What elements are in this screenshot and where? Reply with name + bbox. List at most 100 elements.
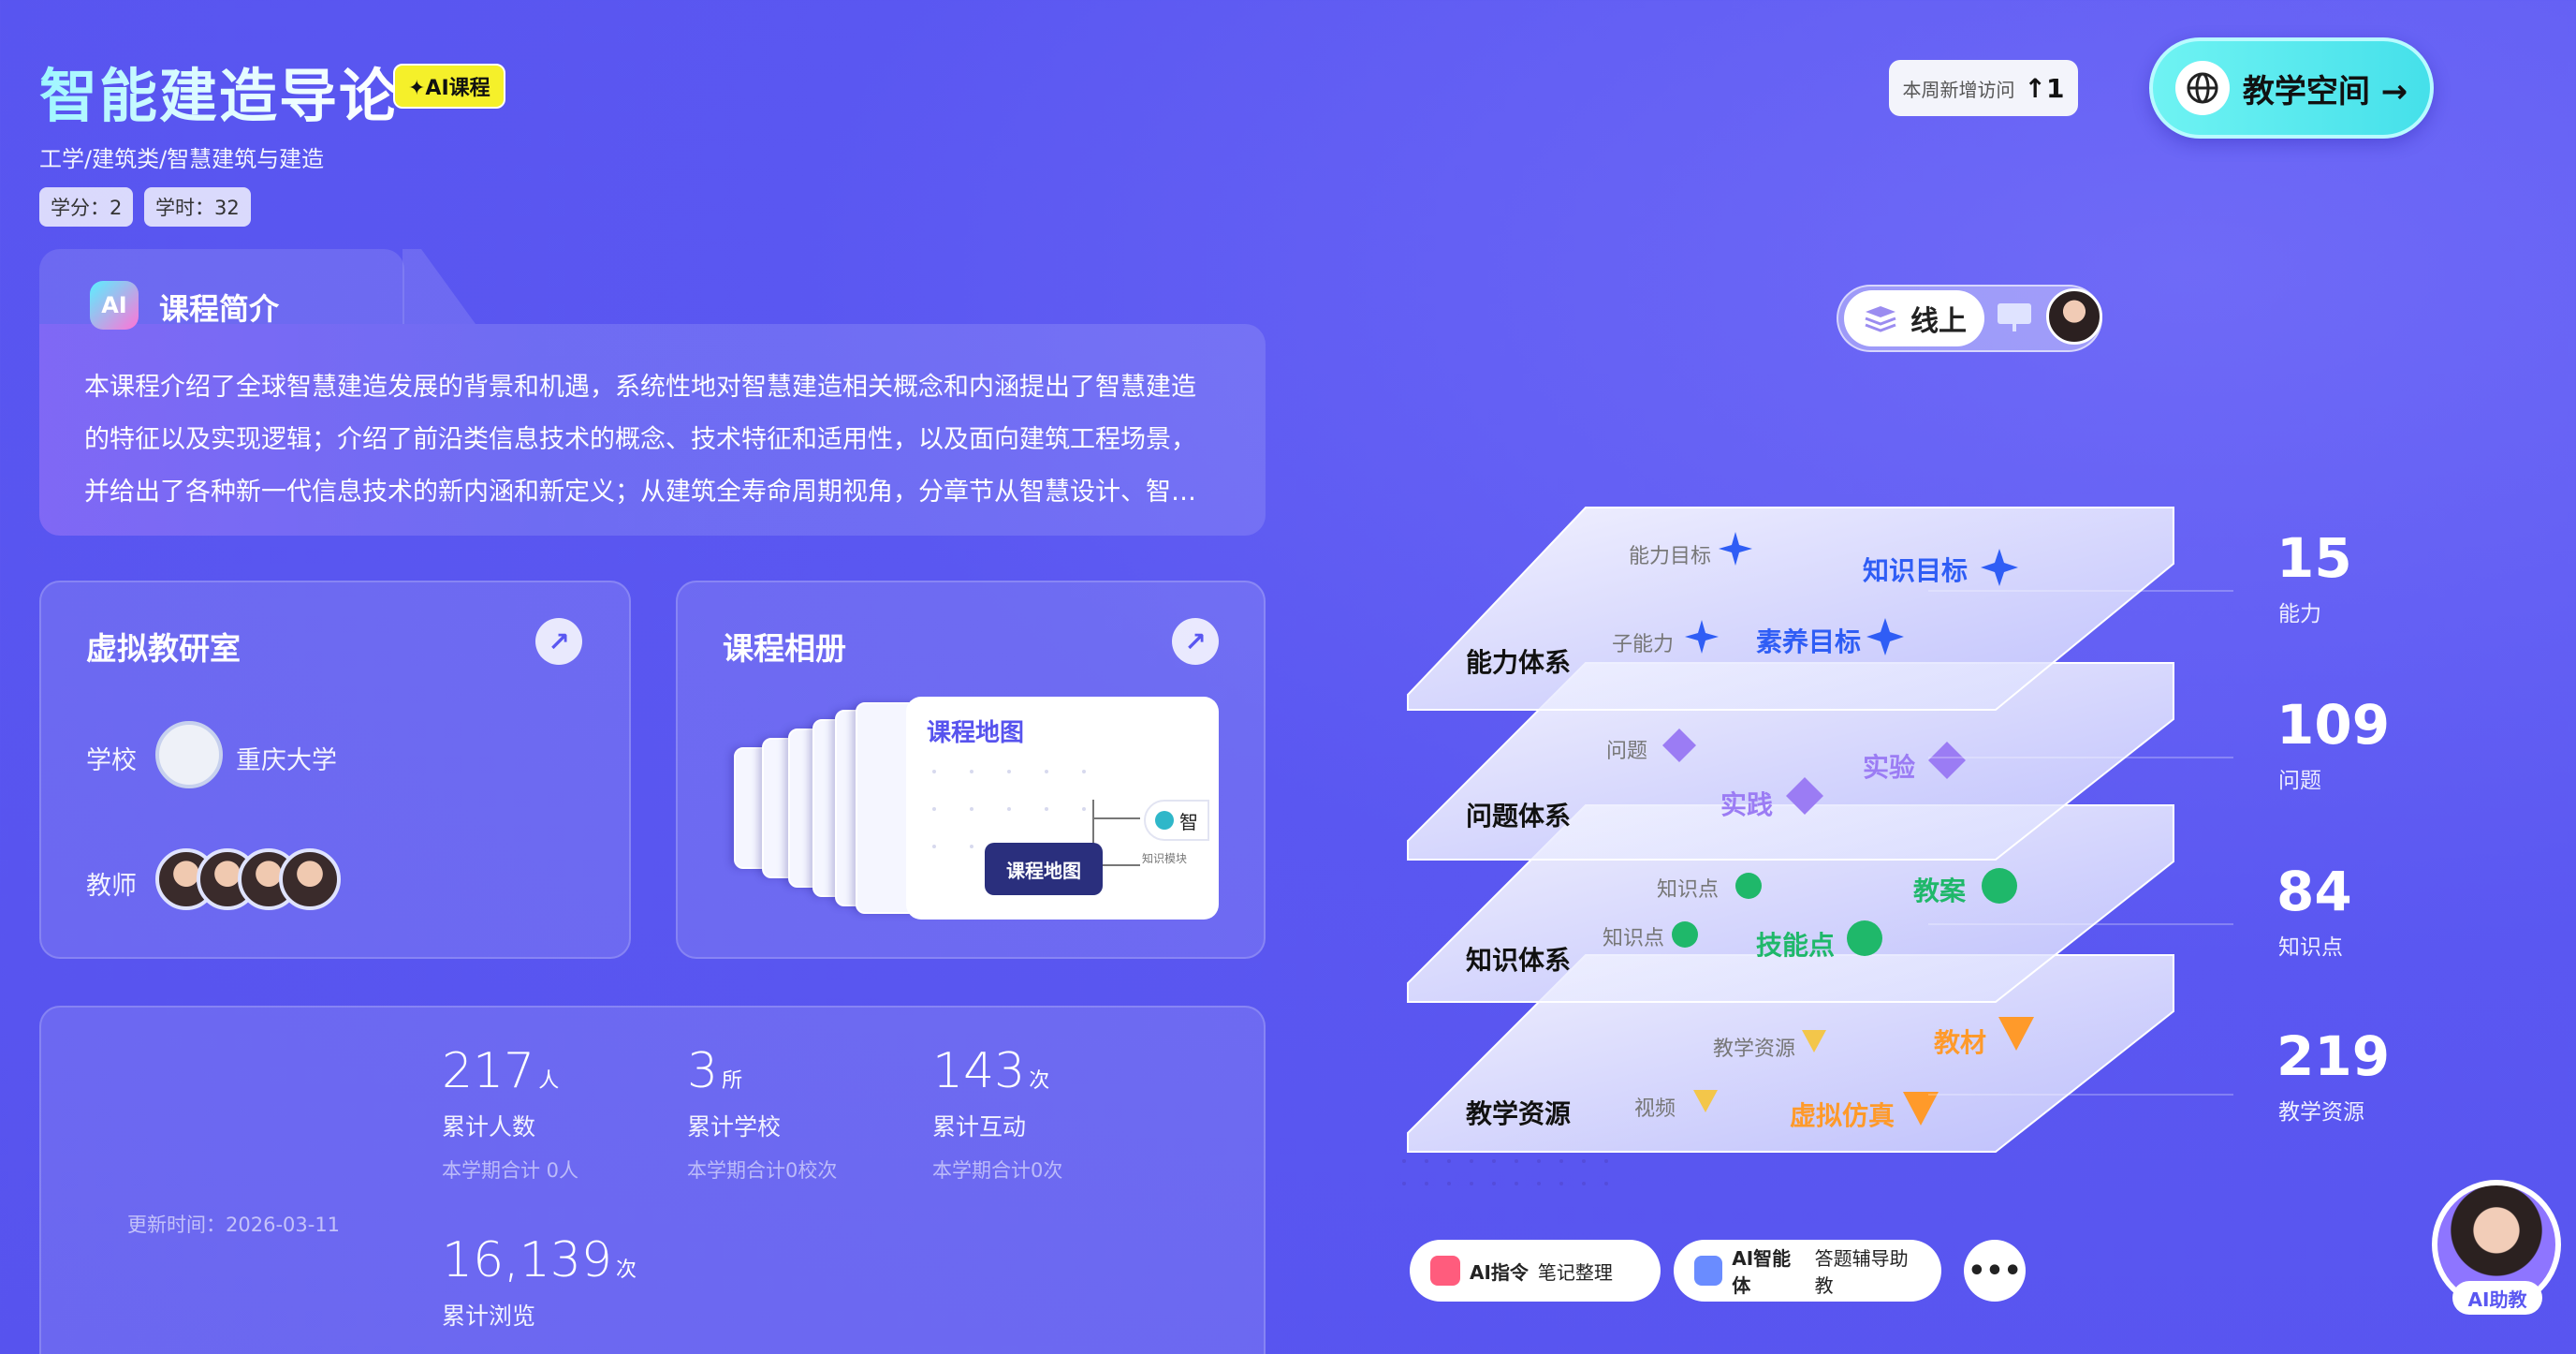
side-stat-number: 219 xyxy=(2276,1024,2391,1088)
hours-chip: 学时：32 xyxy=(144,187,251,227)
credit-chip: 学分：2 xyxy=(39,187,134,227)
stat-sub: 本学期合计0次 xyxy=(932,1159,1063,1182)
triangle-icon[interactable] xyxy=(1900,1088,1941,1129)
triangle-icon[interactable] xyxy=(1799,1026,1829,1056)
star-icon[interactable] xyxy=(1717,530,1754,567)
ai-command-button[interactable]: AI指令 笔记整理 xyxy=(1410,1240,1661,1302)
star-icon[interactable] xyxy=(1979,547,2020,588)
intro-line: 并给出了各种新一代信息技术的新内涵和新定义；从建筑全寿命周期视角，分章节从智慧设… xyxy=(84,478,1196,507)
map-node: 智 xyxy=(1144,800,1209,841)
update-time: 更新时间：2026-03-11 xyxy=(127,1214,341,1236)
ai-agent-label: AI智能体 xyxy=(1732,1247,1792,1297)
ai-command-text: 笔记整理 xyxy=(1537,1260,1613,1284)
stat-unit: 次 xyxy=(615,1258,637,1282)
node-label[interactable]: 问题 xyxy=(1606,740,1648,763)
album-stack[interactable]: 课程地图 课程地图 智 知识模块 xyxy=(734,695,1221,920)
projector-icon[interactable] xyxy=(1996,300,2033,333)
course-album-open-icon[interactable]: ↗ xyxy=(1172,618,1219,665)
ai-assistant-label[interactable]: AI助教 xyxy=(2452,1281,2542,1315)
circle-icon[interactable] xyxy=(1670,920,1700,949)
diamond-icon[interactable] xyxy=(1926,740,1968,781)
node-label[interactable]: 子能力 xyxy=(1612,633,1675,656)
teacher-avatars[interactable] xyxy=(155,848,361,916)
school-name: 重庆大学 xyxy=(236,746,337,775)
mode-online-button[interactable]: 线上 xyxy=(1844,290,1984,346)
avatar[interactable] xyxy=(279,848,341,910)
ai-assistant-mini-avatar[interactable] xyxy=(2046,288,2102,345)
node-label[interactable]: 教材 xyxy=(1934,1027,1987,1058)
stat-label: 累计学校 xyxy=(687,1113,782,1141)
course-map-title: 课程地图 xyxy=(927,719,1025,747)
visit-label: 本周新增访问 xyxy=(1902,78,2015,101)
side-stat-number: 15 xyxy=(2276,526,2352,590)
stats-panel xyxy=(39,1006,1266,1354)
node-label[interactable]: 实验 xyxy=(1863,752,1916,783)
teaching-space-label: 教学空间 → xyxy=(2242,72,2408,110)
node-label[interactable]: 教学资源 xyxy=(1713,1038,1796,1061)
ai-logo-icon: AI xyxy=(90,281,139,330)
stack-icon xyxy=(1430,1256,1460,1286)
circle-icon[interactable] xyxy=(1734,871,1764,901)
teaching-space-button[interactable]: 教学空间 → xyxy=(2149,37,2434,139)
node-label[interactable]: 知识点 xyxy=(1603,927,1665,950)
node-label[interactable]: 能力目标 xyxy=(1629,545,1712,568)
course-map-card[interactable]: 课程地图 课程地图 智 知识模块 xyxy=(906,697,1219,920)
stat-number: 16,139 xyxy=(442,1232,612,1288)
layer-knowledge[interactable]: 知识体系 xyxy=(1466,945,1572,976)
circle-icon[interactable] xyxy=(1979,865,2020,906)
virtual-lab-title: 虚拟教研室 xyxy=(86,630,241,667)
side-stat-label: 教学资源 xyxy=(2278,1100,2364,1125)
globe-icon xyxy=(2174,61,2230,115)
school-label: 学校 xyxy=(86,746,137,775)
stat-label: 累计人数 xyxy=(442,1113,536,1141)
course-title: 智能建造导论 xyxy=(39,49,399,133)
stat-label: 累计互动 xyxy=(932,1113,1027,1141)
node-label[interactable]: 虚拟仿真 xyxy=(1790,1100,1895,1131)
diamond-icon[interactable] xyxy=(1784,775,1825,817)
ai-agent-button[interactable]: AI智能体 答题辅导助教 xyxy=(1674,1240,1941,1302)
node-label[interactable]: 知识点 xyxy=(1657,878,1720,902)
divider xyxy=(1928,1094,2233,1096)
node-label[interactable]: 教案 xyxy=(1913,876,1967,906)
course-map-button[interactable]: 课程地图 xyxy=(985,843,1103,895)
school-logo-icon xyxy=(155,721,223,788)
stat-unit: 次 xyxy=(1029,1069,1050,1093)
divider xyxy=(1928,757,2233,758)
ai-agent-text: 答题辅导助教 xyxy=(1814,1247,1909,1297)
knowledge-layers xyxy=(1402,507,2174,1185)
virtual-lab-open-icon[interactable]: ↗ xyxy=(535,618,582,665)
node-label[interactable]: 知识目标 xyxy=(1863,555,1969,586)
node-label[interactable]: 视频 xyxy=(1634,1097,1676,1121)
layer-problem[interactable]: 问题体系 xyxy=(1466,801,1572,832)
layer-ability[interactable]: 能力体系 xyxy=(1466,647,1572,678)
triangle-icon[interactable] xyxy=(1690,1086,1720,1116)
course-album-title: 课程相册 xyxy=(723,630,846,667)
side-stat-label: 能力 xyxy=(2278,602,2321,626)
intro-line: 本课程介绍了全球智慧建造发展的背景和机遇，系统性地对智慧建造相关概念和内涵提出了… xyxy=(84,373,1196,402)
layer-resources[interactable]: 教学资源 xyxy=(1466,1098,1572,1129)
node-label[interactable]: 技能点 xyxy=(1756,930,1836,961)
diamond-icon[interactable] xyxy=(1661,727,1698,764)
star-icon[interactable] xyxy=(1683,618,1720,655)
star-icon[interactable] xyxy=(1865,616,1906,657)
intro-text: 本课程介绍了全球智慧建造发展的背景和机遇，系统性地对智慧建造相关概念和内涵提出了… xyxy=(84,361,1236,519)
divider xyxy=(1928,590,2233,592)
stat-number: 217 xyxy=(442,1043,535,1099)
triangle-icon[interactable] xyxy=(1996,1013,2037,1054)
node-label[interactable]: 素养目标 xyxy=(1756,626,1862,657)
side-stat-label: 知识点 xyxy=(2278,935,2343,960)
circle-icon[interactable] xyxy=(1844,918,1885,959)
ai-course-badge: ✦AI课程 xyxy=(393,64,505,109)
breadcrumb: 工学/建筑类/智慧建筑与建造 xyxy=(39,146,325,172)
more-icon[interactable]: ••• xyxy=(1964,1240,2026,1302)
intro-tab-slope xyxy=(402,249,476,324)
stat-sub: 本学期合计0校次 xyxy=(687,1159,838,1182)
stat-label: 累计浏览 xyxy=(442,1302,536,1330)
node-label[interactable]: 实践 xyxy=(1720,789,1774,820)
